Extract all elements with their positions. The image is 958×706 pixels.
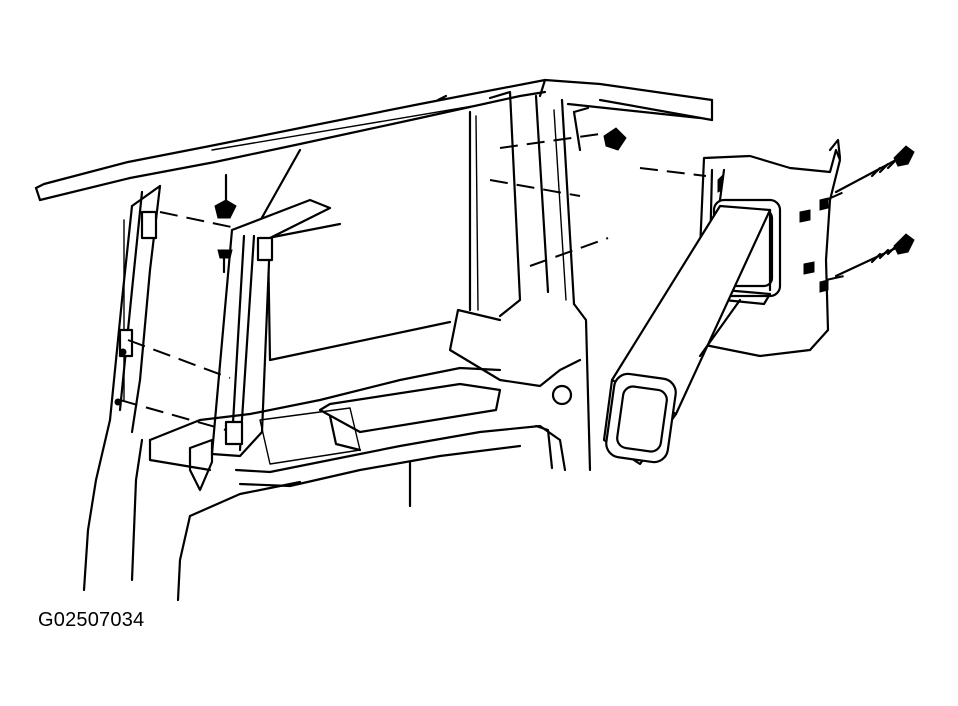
screw-upper-icon [834,145,915,194]
pillar-clip-upper [140,210,158,240]
upper-clip-icon [603,127,627,151]
trim-clip-icon [214,199,237,219]
pillar-hole-lower [114,398,122,406]
figure-code: G02507034 [38,609,145,631]
air-duct [602,204,772,466]
roof-rail [34,78,714,202]
screw-lower-icon [834,233,915,278]
screws [834,145,915,278]
pillar-trim-panel [188,198,332,492]
window-opening [253,110,479,362]
assembly-guide-lines [119,133,845,431]
pillar-access-hole [551,384,573,406]
front-pillar [82,184,162,592]
floor-contours [148,366,567,602]
screw-icon [217,249,233,259]
